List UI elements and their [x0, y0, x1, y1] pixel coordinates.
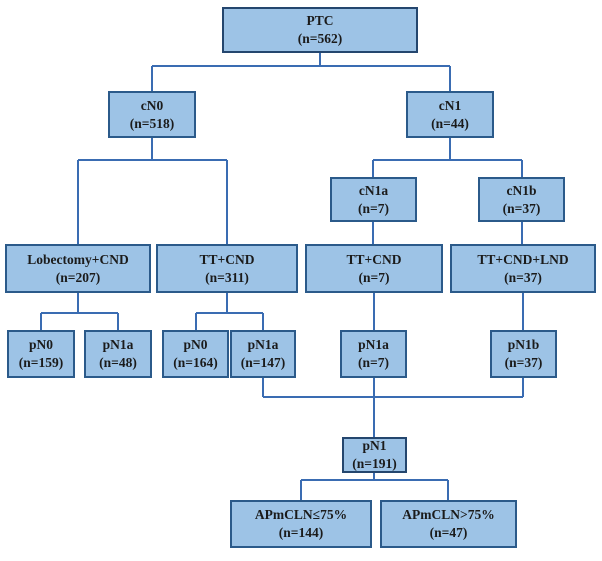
node-label: TT+CND: [346, 251, 402, 267]
node-count: (n=518): [129, 115, 175, 131]
node-label: pN0: [28, 337, 53, 353]
node-label: PTC: [306, 13, 334, 29]
node-tt-cnd-7: TT+CND (n=7): [305, 244, 443, 293]
node-count: (n=7): [358, 269, 390, 285]
edge-ptc-children: [151, 53, 451, 91]
node-label: cN0: [140, 97, 164, 113]
node-pn1: pN1 (n=191): [342, 437, 407, 473]
node-label: cN1a: [358, 182, 389, 198]
node-count: (n=207): [55, 269, 101, 285]
node-count: (n=144): [278, 525, 324, 540]
node-cn1: cN1 (n=44): [406, 91, 494, 138]
node-lobectomy-cnd: Lobectomy+CND (n=207): [5, 244, 151, 293]
node-cn0: cN0 (n=518): [108, 91, 196, 138]
node-label: pN1a: [102, 337, 134, 353]
node-count: (n=48): [99, 355, 137, 370]
edge-pn1-children: [300, 473, 449, 500]
edge-lob-children: [40, 293, 119, 330]
node-label: pN1a: [358, 337, 389, 353]
edge-tt311-children: [195, 293, 264, 330]
node-pn0-159: pN0 (n=159): [7, 330, 75, 378]
node-count: (n=159): [18, 355, 64, 370]
node-count: (n=37): [504, 269, 542, 285]
node-count: (n=7): [358, 200, 389, 216]
node-cn1b: cN1b (n=37): [478, 177, 565, 222]
node-apmcln-gt75: APmCLN>75% (n=47): [380, 500, 517, 548]
node-ptc: PTC (n=562): [222, 7, 418, 53]
node-label: TT+CND+LND: [477, 251, 569, 267]
node-count: (n=191): [352, 456, 397, 471]
node-count: (n=37): [502, 200, 541, 216]
node-label: pN1a: [247, 337, 279, 353]
node-pn1a-7: pN1a (n=7): [340, 330, 407, 378]
node-tt-cnd-lnd: TT+CND+LND (n=37): [450, 244, 596, 293]
node-count: (n=44): [431, 115, 469, 131]
node-count: (n=311): [205, 269, 249, 285]
node-count: (n=147): [240, 355, 286, 370]
edge-cn0-children: [77, 138, 228, 244]
node-pn1a-48: pN1a (n=48): [84, 330, 152, 378]
node-label: pN1b: [507, 337, 540, 353]
node-label: APmCLN>75%: [402, 507, 495, 523]
node-label: TT+CND: [199, 251, 255, 267]
node-apmcln-le75: APmCLN≤75% (n=144): [230, 500, 372, 548]
edge-merge-pn1: [262, 378, 524, 437]
node-tt-cnd-311: TT+CND (n=311): [156, 244, 298, 293]
node-label: APmCLN≤75%: [254, 507, 348, 523]
node-label: pN1: [362, 438, 387, 454]
node-label: cN1b: [506, 182, 537, 198]
node-count: (n=562): [297, 31, 343, 46]
edge-cn1-children: [372, 138, 523, 177]
node-count: (n=47): [429, 525, 468, 540]
node-count: (n=7): [358, 355, 389, 370]
node-pn0-164: pN0 (n=164): [162, 330, 229, 378]
node-count: (n=164): [173, 355, 218, 370]
node-label: Lobectomy+CND: [27, 251, 129, 267]
node-label: cN1: [438, 97, 462, 113]
node-label: pN0: [183, 337, 208, 353]
node-pn1a-147: pN1a (n=147): [230, 330, 296, 378]
node-cn1a: cN1a (n=7): [330, 177, 417, 222]
node-count: (n=37): [504, 355, 543, 370]
node-pn1b-37: pN1b (n=37): [490, 330, 557, 378]
